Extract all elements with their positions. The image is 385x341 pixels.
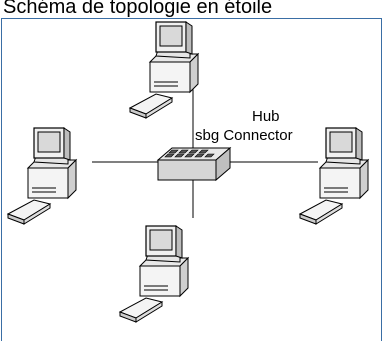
hub-label: Hub [252, 108, 280, 125]
diagram-frame [1, 18, 382, 341]
hub-device[interactable] [156, 146, 232, 182]
computer-bottom[interactable] [119, 225, 189, 323]
hub-sublabel: sbg Connector [195, 127, 293, 144]
desktop-computer-icon [7, 127, 77, 225]
computer-left[interactable] [7, 127, 77, 225]
desktop-computer-icon [119, 225, 189, 323]
desktop-computer-icon [129, 21, 199, 119]
desktop-computer-icon [299, 127, 369, 225]
computer-right[interactable] [299, 127, 369, 225]
computer-top[interactable] [129, 21, 199, 119]
hub-ports [164, 149, 215, 158]
page-title: Schéma de topologie en étoile [3, 0, 273, 18]
